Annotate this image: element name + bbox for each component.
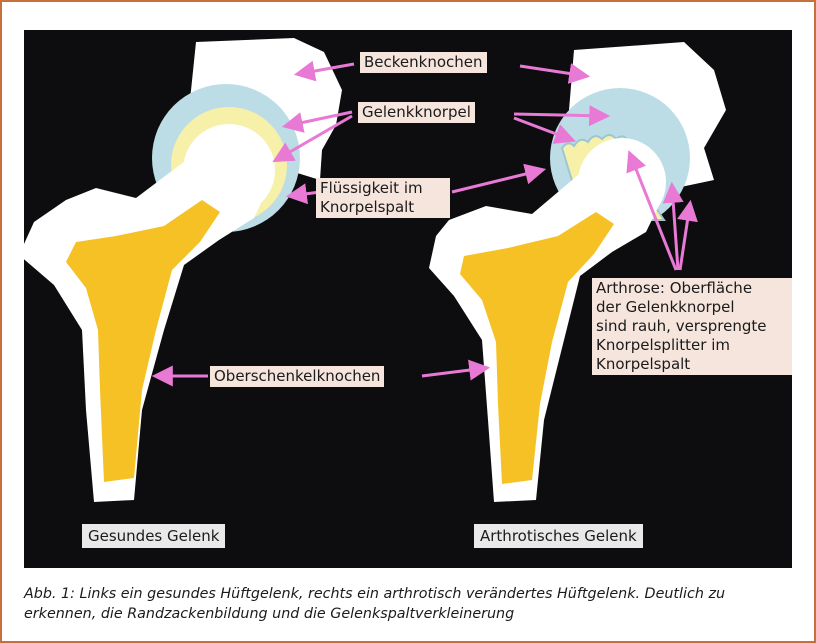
label-fluid: Flüssigkeit im Knorpelspalt [316,178,450,218]
figure-caption: Abb. 1: Links ein gesundes Hüftgelenk, r… [24,584,794,624]
label-arthrosis-line2: der Gelenkknorpel [596,298,788,317]
label-arthrosis: Arthrose: Oberfläche der Gelenkknorpel s… [592,278,792,375]
arrow-cartilage-right-1 [514,114,606,116]
label-pelvis: Beckenknochen [360,52,487,73]
label-arthrosis-line4: Knorpelsplitter im [596,336,788,355]
label-arthrosis-line3: sind rauh, versprengte [596,317,788,336]
arrow-arthrosis-3 [680,204,690,270]
label-fluid-line2: Knorpelspalt [320,198,446,217]
label-arthrosis-line1: Arthrose: Oberfläche [596,279,788,298]
arrow-femur-right [422,368,486,376]
label-femur: Oberschenkelknochen [210,366,384,387]
arrow-fluid-right [452,170,542,192]
label-arthrosis-line5: Knorpelspalt [596,355,788,374]
label-fluid-line1: Flüssigkeit im [320,179,446,198]
healthy-joint [24,38,342,502]
label-arthrotic-joint: Arthrotisches Gelenk [474,524,643,548]
hip-joint-illustration: Beckenknochen Gelenkknorpel Flüssigkeit … [24,30,792,568]
label-cartilage: Gelenkknorpel [358,102,475,123]
label-healthy-joint: Gesundes Gelenk [82,524,225,548]
